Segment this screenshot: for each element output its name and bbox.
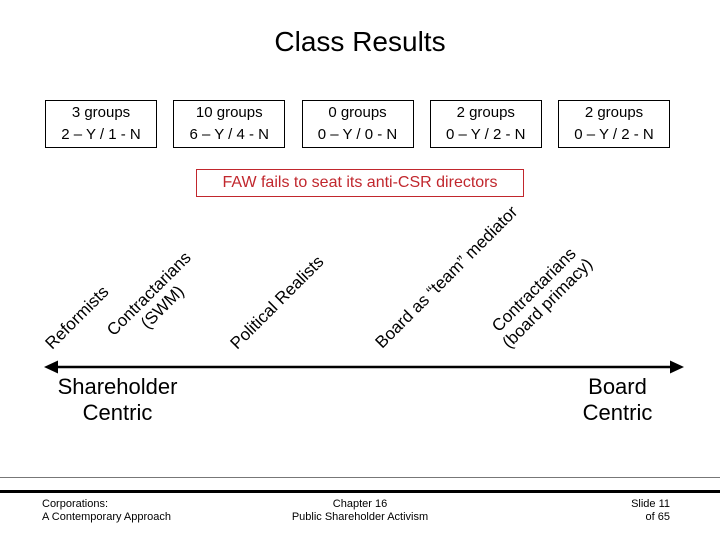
arrowhead-left-icon: [44, 360, 58, 374]
group-box-2-count: 10 groups: [195, 104, 263, 121]
spectrum-label-reformists: Reformists: [42, 282, 113, 353]
footer-book-title-line1: Corporations:: [42, 498, 109, 510]
footer-book-title-line2: A Contemporary Approach: [42, 511, 172, 523]
group-box-3: 0 groups 0 – Y / 0 - N: [301, 100, 414, 148]
spectrum-label-contractarians-swm: Contractarians (SWM): [103, 248, 208, 353]
axis-label-board-line1: Board: [588, 374, 647, 399]
footer-book-title: Corporations: A Contemporary Approach: [42, 498, 171, 524]
group-box-2-votes: 6 – Y / 4 - N: [189, 126, 270, 143]
footer-chapter-line1: Chapter 16: [332, 498, 388, 510]
slide-title: Class Results: [274, 26, 446, 57]
group-box-3-votes: 0 – Y / 0 - N: [317, 126, 398, 143]
group-box-1-count: 3 groups: [71, 104, 131, 121]
group-box-4: 2 groups 0 – Y / 2 - N: [429, 100, 542, 148]
axis-label-shareholder-line1: Shareholder: [57, 374, 178, 399]
footer-divider-thin: [0, 477, 720, 478]
axis-label-shareholder-line2: Centric: [82, 400, 153, 425]
axis-label-board-line2: Centric: [582, 400, 653, 425]
spectrum-label-political-realists: Political Realists: [227, 252, 328, 353]
spectrum-axis-arrow: [44, 360, 684, 374]
group-box-3-count: 0 groups: [328, 104, 387, 121]
footer-slide-number-line1: Slide 11: [631, 498, 670, 510]
axis-label-shareholder-centric: Shareholder Centric: [35, 374, 200, 426]
group-box-5-votes: 0 – Y / 2 - N: [574, 126, 654, 143]
group-box-5-count: 2 groups: [584, 104, 644, 121]
spectrum-label-political-realists-text: Political Realists: [226, 252, 328, 353]
spectrum-label-reformists-text: Reformists: [41, 282, 113, 353]
group-results-row: 3 groups 2 – Y / 1 - N 10 groups 6 – Y /…: [45, 100, 670, 150]
arrowhead-right-icon: [670, 360, 684, 374]
group-box-4-votes: 0 – Y / 2 - N: [446, 126, 526, 143]
callout-box: FAW fails to seat its anti-CSR directors: [196, 169, 524, 197]
footer-chapter-line2: Public Shareholder Activism: [291, 511, 429, 523]
spectrum-label-contractarians-board: Contractarians (board primacy): [485, 241, 596, 352]
group-box-1-votes: 2 – Y / 1 - N: [61, 126, 141, 143]
group-box-5: 2 groups 0 – Y / 2 - N: [558, 100, 670, 148]
footer-slide-number-line2: of 65: [645, 511, 670, 523]
axis-label-board-centric: Board Centric: [535, 374, 700, 426]
footer-divider-thick: [0, 490, 720, 493]
footer-chapter: Chapter 16 Public Shareholder Activism: [0, 498, 720, 524]
footer-slide-number: Slide 11 of 65: [631, 498, 670, 524]
group-box-1: 3 groups 2 – Y / 1 - N: [45, 100, 157, 148]
group-box-4-count: 2 groups: [456, 104, 515, 121]
group-box-2: 10 groups 6 – Y / 4 - N: [173, 100, 286, 148]
